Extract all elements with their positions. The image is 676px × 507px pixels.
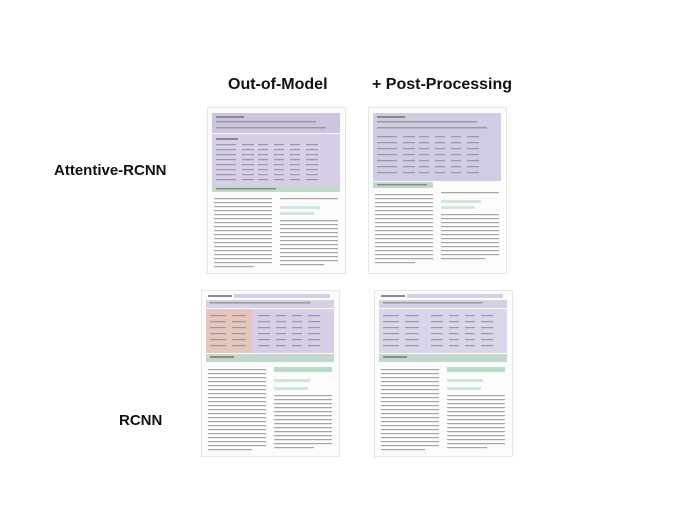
page-thumbnail	[212, 113, 340, 268]
text-line	[383, 356, 407, 358]
document-rcnn-post-processing	[375, 291, 512, 456]
text-line	[381, 295, 405, 297]
text-line	[210, 302, 310, 304]
heading-region	[407, 294, 503, 298]
page-thumbnail	[379, 294, 507, 451]
text-line	[377, 127, 487, 129]
text-line	[216, 116, 244, 118]
heading-region	[274, 387, 308, 390]
text-line	[216, 121, 316, 123]
heading-region	[447, 379, 483, 382]
row-label-attentive-rcnn: Attentive-RCNN	[54, 162, 167, 179]
caption-region	[379, 354, 507, 362]
heading-region	[280, 206, 320, 209]
page-thumbnail	[206, 294, 334, 451]
text-line	[377, 184, 427, 186]
heading-region	[274, 367, 332, 372]
heading-region	[274, 379, 310, 382]
heading-region	[441, 206, 475, 209]
heading-region	[447, 367, 505, 372]
text-line	[216, 188, 276, 190]
page-thumbnail	[373, 113, 501, 264]
column-header-out-of-model: Out-of-Model	[228, 76, 328, 93]
caption-region	[206, 354, 334, 362]
heading-region	[234, 294, 330, 298]
row-label-rcnn: RCNN	[119, 412, 163, 429]
text-line	[377, 121, 477, 123]
heading-region	[280, 212, 314, 215]
heading-region	[441, 200, 481, 203]
column-header-post-processing: + Post-Processing	[372, 76, 513, 93]
text-line	[216, 138, 238, 140]
heading-region	[447, 387, 481, 390]
text-line	[208, 295, 232, 297]
document-attentive-rcnn-out-of-model	[208, 108, 345, 273]
table-region	[373, 113, 501, 181]
document-attentive-rcnn-post-processing	[369, 108, 506, 273]
text-line	[383, 302, 483, 304]
table-region	[379, 300, 507, 308]
document-rcnn-out-of-model	[202, 291, 339, 456]
text-line	[210, 356, 234, 358]
table-region	[206, 300, 334, 308]
text-line	[377, 116, 405, 118]
text-line	[216, 127, 326, 129]
